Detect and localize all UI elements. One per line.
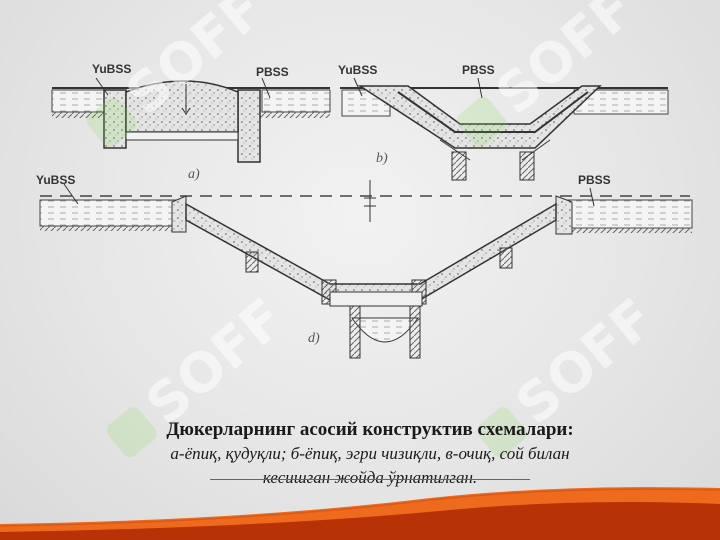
pier-left-d	[349, 305, 361, 359]
label-d-left: YuBSS	[36, 173, 75, 187]
outlet-well-a	[237, 89, 261, 163]
pier-right-d	[409, 305, 421, 359]
leader-line-d-left	[63, 183, 79, 205]
brace-lines-b	[439, 139, 551, 161]
arrow-down-icon	[181, 107, 191, 115]
leader-line-a-left	[95, 77, 109, 96]
label-a-right: PBSS	[256, 65, 289, 79]
head-ticks-d	[364, 197, 376, 207]
anchor-block-4	[499, 247, 513, 269]
label-d-right: PBSS	[578, 173, 611, 187]
outlet-head-d	[555, 195, 573, 235]
ravine-stream-d	[351, 317, 419, 343]
scheme-a: YuBSS PBSS a)	[51, 62, 331, 182]
strike-line	[210, 479, 530, 480]
downstream-channel-d	[561, 199, 693, 229]
caption-line-2: кесишган жойда ўрнатилган.	[70, 466, 670, 490]
leader-line-b-left	[353, 77, 363, 97]
scheme-b: YuBSS PBSS b)	[338, 63, 669, 181]
bridge-deck-d	[329, 291, 423, 307]
upstream-channel-d	[39, 199, 181, 227]
footer-decoration	[0, 487, 720, 540]
inlet-head-d	[171, 195, 187, 233]
siphon-body-b	[357, 85, 602, 149]
tag-a: a)	[188, 167, 200, 182]
leader-line-b-right	[477, 77, 483, 99]
siphon-diagram: YuBSS PBSS a) YuBSS PBSS b)	[36, 62, 693, 359]
tag-b: b)	[376, 151, 388, 166]
caption-line-2-text: кесишган жойда ўрнатилган.	[262, 468, 478, 487]
label-a-left: YuBSS	[92, 62, 131, 76]
siphon-pipe-d	[185, 202, 557, 301]
support-left-b	[451, 151, 467, 181]
pipe-curve-b	[397, 91, 589, 133]
caption-line-1: а-ёпиқ, қудуқли; б-ёпиқ, эгри чизиқли, в…	[170, 444, 570, 463]
footer-swoosh-dark	[0, 502, 720, 540]
leader-line-a-right	[261, 77, 271, 99]
footer-swoosh-line	[0, 488, 720, 527]
anchor-block-1	[245, 251, 259, 273]
inlet-well-a	[103, 89, 127, 149]
scheme-d: YuBSS PBSS d)	[36, 173, 693, 359]
caption: Дюкерларнинг асосий конструктив схемалар…	[70, 418, 670, 490]
caption-title: Дюкерларнинг асосий конструктив схемалар…	[166, 419, 574, 440]
leader-line-d-right	[589, 187, 595, 207]
label-b-left: YuBSS	[338, 63, 377, 77]
crossing-embankment-a	[125, 80, 239, 133]
bed-left-d	[40, 226, 180, 231]
bed-right-d	[562, 228, 692, 233]
tag-d: d)	[308, 331, 320, 346]
downstream-channel-a	[261, 89, 331, 113]
pipe-a	[125, 131, 239, 141]
label-b-right: PBSS	[462, 63, 495, 77]
